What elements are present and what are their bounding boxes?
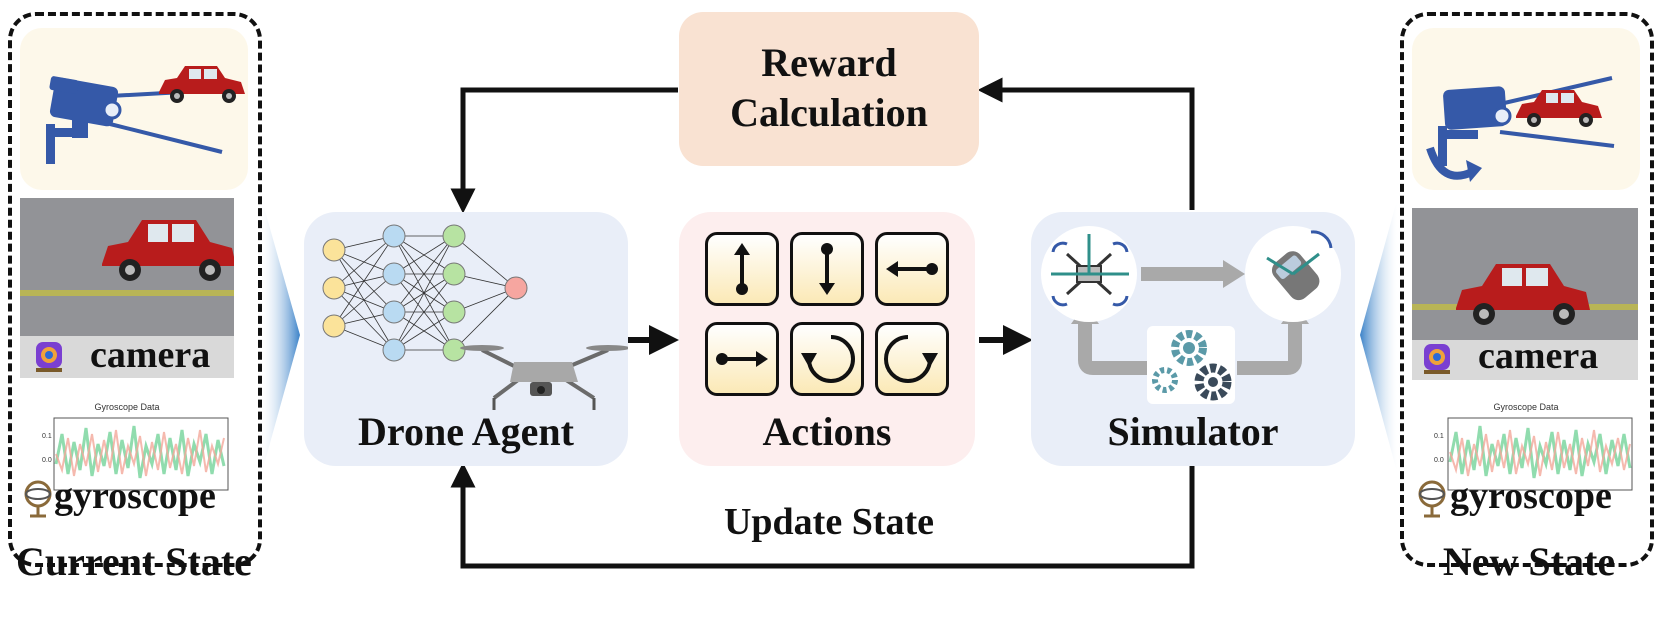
svg-text:0.0: 0.0 bbox=[42, 457, 52, 464]
new-plot-title: Gyroscope Data bbox=[1493, 402, 1559, 412]
current-plot-title: Gyroscope Data bbox=[94, 402, 160, 412]
gyro-signal: 0.1 0.0 bbox=[1434, 417, 1633, 491]
current-state-caption: Current State bbox=[16, 539, 252, 584]
new-camera-card bbox=[1412, 28, 1640, 190]
drone-agent-label: Drone Agent bbox=[358, 409, 574, 454]
svg-text:0.1: 0.1 bbox=[42, 433, 52, 440]
camera-app-icon bbox=[36, 342, 62, 372]
car-icon bbox=[1516, 90, 1602, 127]
gyroscope-icon bbox=[24, 480, 52, 518]
arrow-up-icon bbox=[734, 243, 750, 295]
current-camera-label: camera bbox=[90, 334, 211, 376]
rotate-cw-icon bbox=[884, 335, 938, 383]
neural-network-icon bbox=[322, 224, 628, 410]
reward-calculation-title: Reward Calculation bbox=[730, 40, 928, 135]
action-move-up bbox=[705, 232, 779, 306]
new-camera-view: camera bbox=[1412, 208, 1638, 380]
current-gyro-label: gyroscope bbox=[54, 475, 216, 517]
gyro-signal: 0.1 0.0 bbox=[42, 417, 229, 491]
gyroscope-icon bbox=[1418, 480, 1446, 518]
arrow-down-icon bbox=[819, 243, 835, 295]
car-icon bbox=[1456, 264, 1590, 325]
svg-text:0.0: 0.0 bbox=[1434, 457, 1444, 464]
current-camera-view: camera bbox=[20, 198, 234, 378]
new-camera-label: camera bbox=[1478, 335, 1599, 377]
action-rotate-clockwise bbox=[875, 322, 949, 396]
beam-left bbox=[262, 200, 300, 472]
action-move-right bbox=[705, 322, 779, 396]
car-icon bbox=[102, 220, 234, 281]
arrow-reward-to-agent bbox=[450, 87, 678, 214]
rotate-ccw-icon bbox=[801, 335, 855, 383]
action-move-down bbox=[790, 232, 864, 306]
action-rotate-counterclockwise bbox=[790, 322, 864, 396]
beam-right bbox=[1360, 200, 1397, 472]
current-state-frame bbox=[8, 12, 262, 567]
update-state-label: Update State bbox=[723, 501, 935, 543]
current-gyro-plot: Gyroscope Data 0.1 0.0 bbox=[20, 402, 234, 512]
action-move-left bbox=[875, 232, 949, 306]
simulator-label: Simulator bbox=[1107, 409, 1279, 454]
new-gyro-plot: Gyroscope Data 0.1 0.0 bbox=[1412, 402, 1640, 512]
new-state-frame bbox=[1400, 12, 1654, 567]
new-gyro-label: gyroscope bbox=[1450, 475, 1612, 517]
reward-calculation-box: Reward Calculation bbox=[679, 12, 979, 166]
arrow-left-icon bbox=[886, 261, 938, 277]
gears-icon bbox=[1152, 330, 1232, 401]
surveillance-camera-icon bbox=[46, 66, 245, 164]
drone-icon bbox=[460, 345, 628, 410]
current-camera-card bbox=[20, 28, 248, 190]
arrow-simulator-to-reward bbox=[977, 77, 1195, 210]
car-icon bbox=[159, 66, 245, 103]
drone-agent-panel bbox=[304, 212, 628, 466]
simulator-diagram bbox=[1041, 226, 1341, 404]
new-state-caption: New State bbox=[1442, 539, 1616, 584]
svg-text:0.1: 0.1 bbox=[1434, 433, 1444, 440]
arrow-update-state bbox=[450, 462, 1195, 569]
arrow-right-icon bbox=[716, 351, 768, 367]
camera-app-icon bbox=[1424, 344, 1450, 374]
surveillance-camera-rotated-icon bbox=[1426, 76, 1615, 182]
actions-label: Actions bbox=[762, 409, 892, 454]
